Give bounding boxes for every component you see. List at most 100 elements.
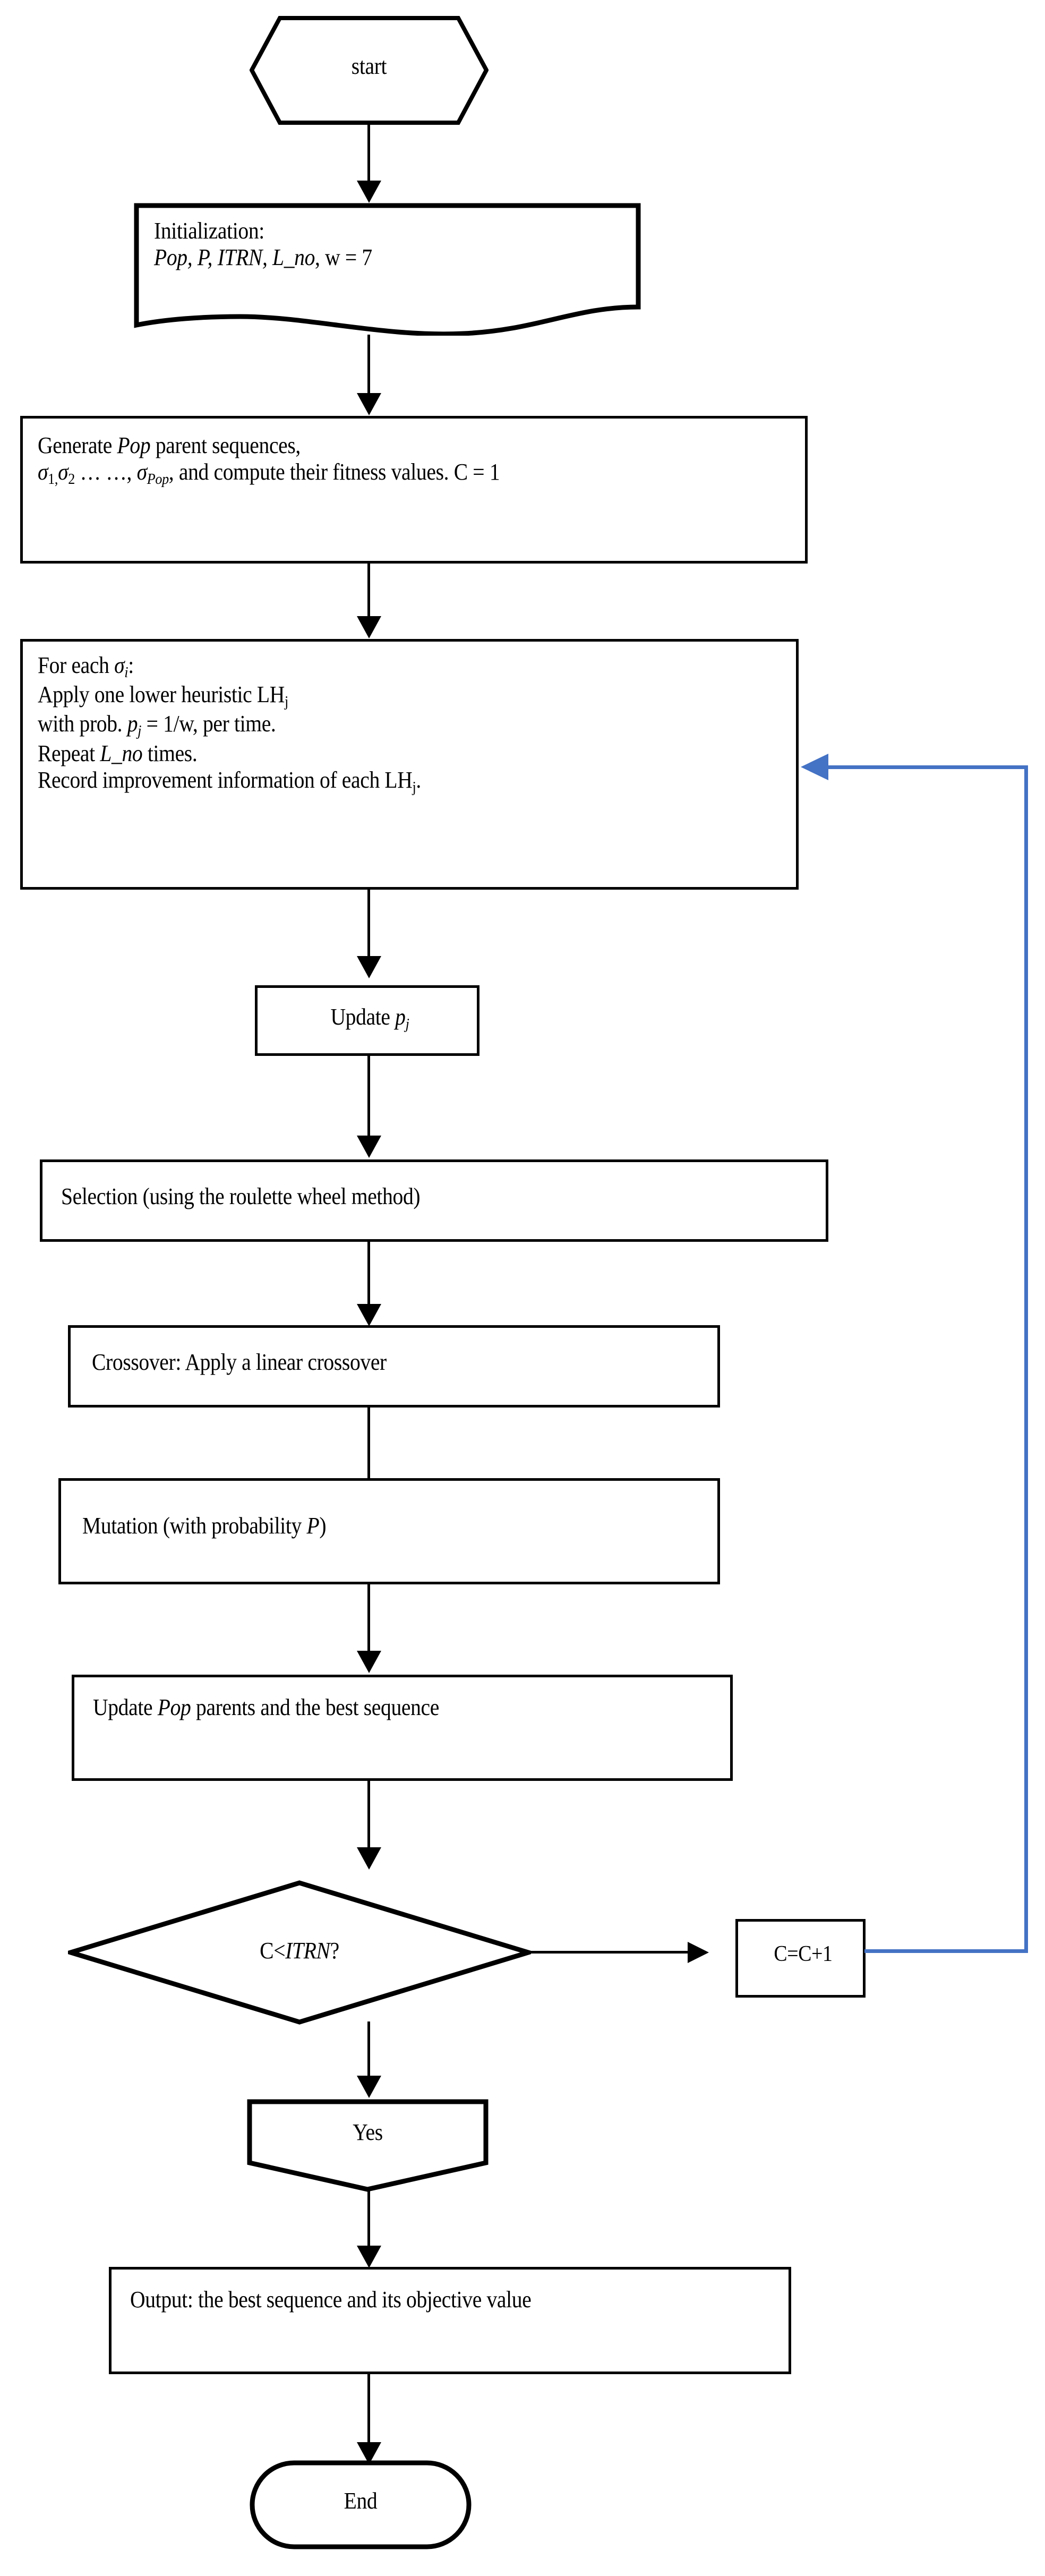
mut-seg1: Mutation (with probability bbox=[82, 1513, 307, 1539]
upop-pop: Pop bbox=[157, 1694, 191, 1720]
gen-ellipsis: … …, bbox=[74, 459, 137, 485]
fe-colon: : bbox=[128, 652, 134, 678]
gen-pop-italic: Pop bbox=[117, 432, 151, 458]
node-end-label: End bbox=[344, 2488, 378, 2514]
edge-decision-to-increment-arrowhead bbox=[688, 1942, 709, 1963]
gen-seg1: Generate bbox=[38, 432, 117, 458]
edge-yes-to-output-arrowhead bbox=[357, 2246, 381, 2268]
node-update-pop[interactable]: Update Pop parents and the best sequence bbox=[72, 1675, 733, 1781]
edge-updatepj-to-selection-arrowhead bbox=[357, 1136, 381, 1158]
edge-updatepop-to-decision bbox=[367, 1781, 370, 1850]
edge-decision-to-yes-arrowhead bbox=[357, 2076, 381, 2098]
fe-l3d: = 1/w, per time. bbox=[141, 711, 276, 737]
edge-start-to-init-arrowhead bbox=[357, 181, 381, 203]
edge-updatepj-to-selection bbox=[367, 1056, 370, 1138]
fe-period: . bbox=[416, 766, 421, 793]
node-decision[interactable]: C<ITRN? bbox=[68, 1880, 531, 2025]
gen-sigma3: σ bbox=[136, 459, 148, 485]
node-generate-text: Generate Pop parent sequences,σ1,σ2 … …,… bbox=[38, 432, 707, 488]
edge-selection-to-crossover-arrowhead bbox=[357, 1304, 381, 1326]
fe-lh-sub: j bbox=[285, 693, 288, 711]
mut-seg3: ) bbox=[319, 1513, 327, 1539]
node-update-pj[interactable]: Update pj bbox=[255, 985, 479, 1056]
fe-lh2-sub: j bbox=[412, 778, 416, 796]
gen-sub2: 2 bbox=[68, 471, 75, 488]
edge-output-to-end bbox=[367, 2374, 370, 2446]
fe-sigma-sub: i bbox=[124, 664, 129, 681]
document-shape bbox=[134, 203, 641, 336]
edge-start-to-init bbox=[367, 125, 370, 183]
fe-l4a: Repeat bbox=[38, 740, 100, 766]
dec-q: ? bbox=[330, 1938, 340, 1964]
edge-updatepop-to-decision-arrowhead bbox=[357, 1847, 381, 1870]
feedback-loop-segment-bottom bbox=[864, 1949, 1028, 1953]
upop-seg1: Update bbox=[93, 1694, 158, 1720]
chevron-down-shape bbox=[247, 2099, 489, 2192]
fe-lno: L_no bbox=[100, 740, 143, 766]
edge-foreach-to-updatepj bbox=[367, 890, 370, 959]
fe-l2a: Apply one lower heuristic LH bbox=[38, 681, 285, 708]
node-update-pj-label: Update pj bbox=[269, 1004, 471, 1033]
gen-sub3: Pop bbox=[147, 471, 169, 488]
node-increment[interactable]: C=C+1 bbox=[735, 1919, 866, 1998]
edge-yes-to-output bbox=[367, 2189, 370, 2248]
fe-p: p bbox=[127, 711, 138, 737]
edge-decision-to-yes bbox=[367, 2021, 370, 2077]
node-increment-label: C=C+1 bbox=[774, 1942, 833, 1966]
node-output-label: Output: the best sequence and its object… bbox=[130, 2287, 532, 2313]
node-update-pop-text: Update Pop parents and the best sequence bbox=[93, 1694, 647, 1721]
fe-l3a: with prob. bbox=[38, 711, 127, 737]
init-line2-italic: Pop, P, ITRN, L_no bbox=[154, 244, 315, 271]
stadium-shape bbox=[250, 2460, 472, 2549]
node-mutation-label: Mutation (with probability P) bbox=[82, 1513, 637, 1539]
node-start-label: start bbox=[351, 53, 387, 79]
node-output[interactable]: Output: the best sequence and its object… bbox=[109, 2267, 791, 2374]
feedback-loop-arrowhead bbox=[801, 754, 828, 780]
fe-l4c: times. bbox=[142, 740, 198, 766]
edge-generate-to-foreach bbox=[367, 564, 370, 619]
gen-sub1: 1, bbox=[48, 471, 58, 488]
gen-seg3: parent sequences, bbox=[150, 432, 301, 458]
edge-mutation-to-updatepop-arrowhead bbox=[357, 1651, 381, 1673]
node-mutation[interactable]: Mutation (with probability P) bbox=[58, 1478, 720, 1584]
dec-seg1: C< bbox=[260, 1938, 286, 1964]
hexagon-shape bbox=[250, 16, 489, 125]
fe-sigma: σ bbox=[114, 652, 125, 678]
edge-crossover-to-mutation bbox=[367, 1408, 370, 1482]
init-line1: Initialization: bbox=[154, 218, 264, 244]
gen-sigma2: σ bbox=[58, 459, 68, 485]
edge-selection-to-crossover bbox=[367, 1242, 370, 1308]
node-selection-label: Selection (using the roulette wheel meth… bbox=[61, 1183, 421, 1209]
dec-itrn: ITRN bbox=[285, 1938, 330, 1964]
fe-p-sub: j bbox=[138, 722, 142, 740]
edge-foreach-to-updatepj-arrowhead bbox=[357, 956, 381, 978]
node-end[interactable]: End bbox=[250, 2460, 472, 2549]
gen-sigma1: σ bbox=[38, 459, 48, 485]
feedback-loop-segment-top bbox=[828, 765, 1026, 769]
node-crossover-label: Crossover: Apply a linear crossover bbox=[92, 1349, 387, 1375]
edge-init-to-generate-arrowhead bbox=[357, 393, 381, 415]
node-initialization[interactable]: Initialization:Pop, P, ITRN, L_no, w = 7 bbox=[134, 203, 641, 336]
edge-init-to-generate bbox=[367, 335, 370, 396]
node-yes-label: Yes bbox=[353, 2119, 383, 2145]
node-start[interactable]: start bbox=[250, 16, 489, 125]
node-selection[interactable]: Selection (using the roulette wheel meth… bbox=[40, 1159, 828, 1242]
edge-generate-to-foreach-arrowhead bbox=[357, 616, 381, 638]
edge-decision-to-increment bbox=[531, 1951, 690, 1954]
node-generate-sequences[interactable]: Generate Pop parent sequences,σ1,σ2 … …,… bbox=[20, 416, 808, 564]
edge-mutation-to-updatepop bbox=[367, 1584, 370, 1653]
node-initialization-text: Initialization:Pop, P, ITRN, L_no, w = 7 bbox=[154, 218, 575, 271]
diamond-shape bbox=[68, 1880, 531, 2025]
feedback-loop-segment-right bbox=[1024, 765, 1028, 1951]
node-for-each[interactable]: For each σi: Apply one lower heuristic LH… bbox=[20, 639, 799, 890]
upj-seg1: Update bbox=[330, 1004, 396, 1030]
fe-l5a: Record improvement information of each L… bbox=[38, 766, 413, 793]
init-line2-rest: , w = 7 bbox=[315, 244, 372, 271]
fe-l1a: For each bbox=[38, 652, 115, 678]
upj-p: p bbox=[395, 1004, 406, 1030]
upop-seg3: parents and the best sequence bbox=[191, 1694, 439, 1720]
node-crossover[interactable]: Crossover: Apply a linear crossover bbox=[68, 1325, 720, 1408]
upj-sub: j bbox=[405, 1016, 409, 1033]
node-yes[interactable]: Yes bbox=[247, 2099, 489, 2192]
